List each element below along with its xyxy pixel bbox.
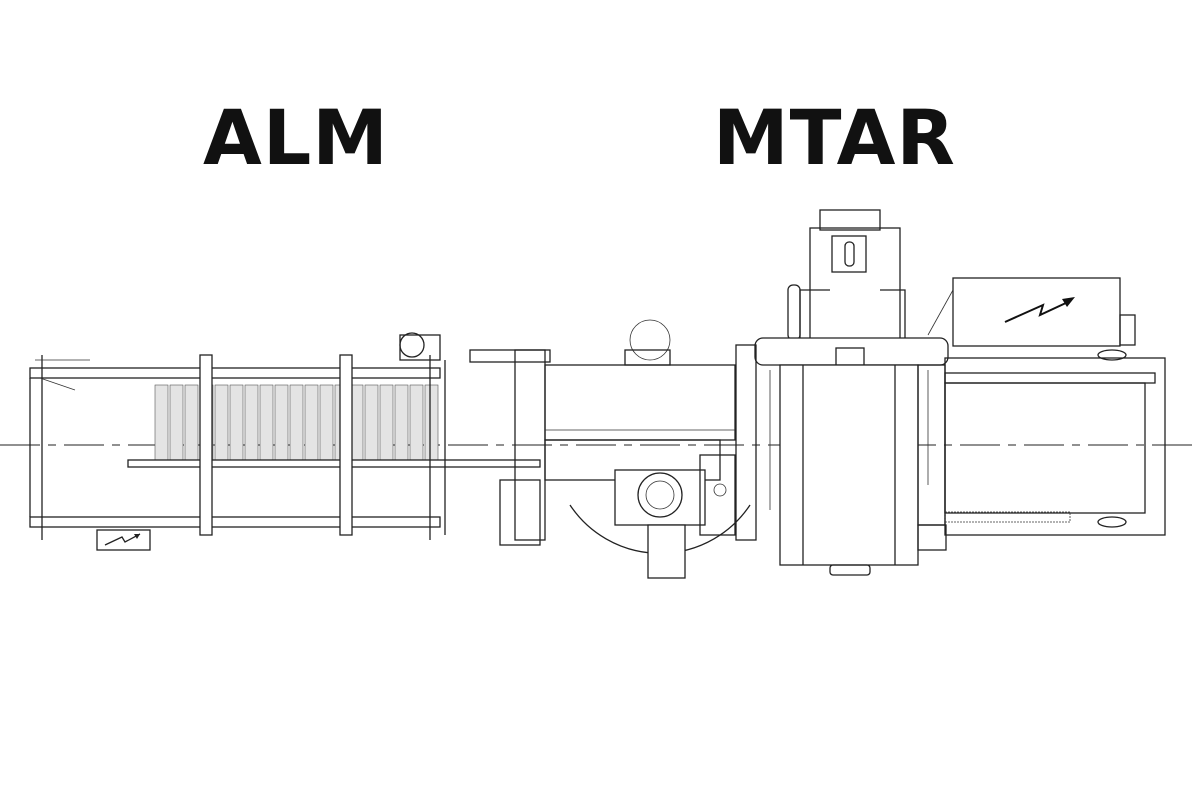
product-slice [409, 384, 424, 461]
product-slice [394, 384, 409, 461]
alm-conveyor [29, 332, 541, 551]
product-slice [169, 384, 184, 461]
product-slice [259, 384, 274, 461]
product-slice [319, 384, 334, 461]
direction-arrow-icon [96, 529, 151, 551]
product-slice [154, 384, 169, 461]
product-slice [229, 384, 244, 461]
mtar-label: MTAR [713, 93, 956, 182]
product-slice [184, 384, 199, 461]
product-slice [304, 384, 319, 461]
product-slice [364, 384, 379, 461]
product-slice [424, 384, 439, 461]
product-slice [274, 384, 289, 461]
product-slice [289, 384, 304, 461]
product-pattern [154, 384, 439, 461]
product-slice [214, 384, 229, 461]
alm-label: ALM [203, 93, 389, 182]
direction-arrow-icon [952, 277, 1121, 347]
transfer-section [469, 319, 751, 579]
product-slice [244, 384, 259, 461]
product-slice [379, 384, 394, 461]
mtar-machine [735, 209, 1166, 576]
